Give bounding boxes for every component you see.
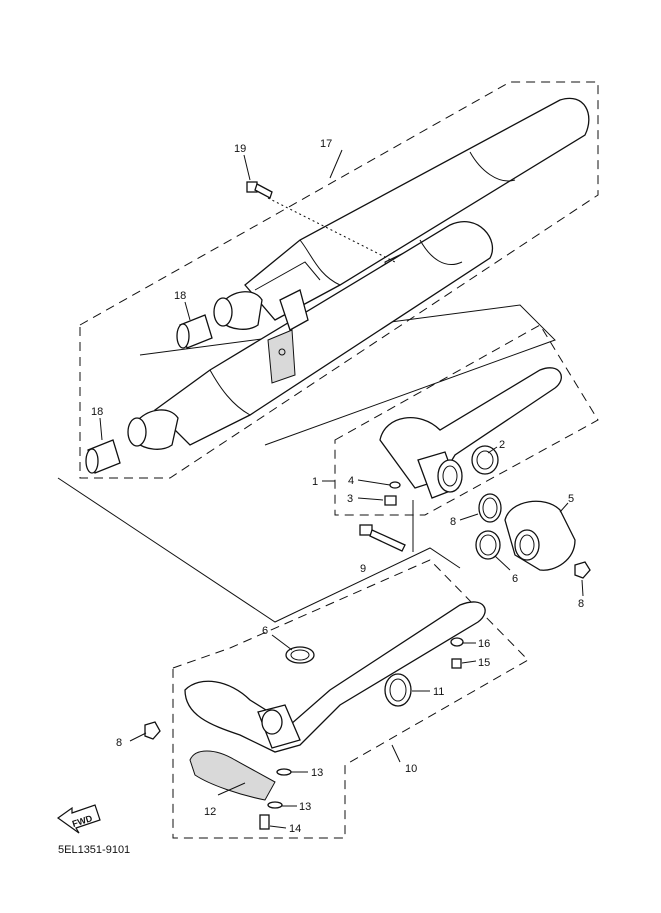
fwd-arrow-icon: FWD — [56, 804, 101, 834]
outline-lower — [57, 477, 461, 623]
front-exhaust-pipe — [184, 601, 486, 753]
callout-15: 15 — [478, 657, 490, 669]
bolt-19-guide — [267, 197, 396, 263]
callout-18-upper: 18 — [174, 290, 186, 302]
nut-8-right — [574, 561, 591, 579]
callout-9: 9 — [360, 563, 366, 575]
nut-8-left — [144, 721, 161, 740]
callout-2: 2 — [499, 439, 505, 451]
assembly-1-boundary — [334, 324, 599, 516]
callout-14: 14 — [289, 823, 301, 835]
callout-11: 11 — [433, 686, 444, 698]
gasket-18-lower — [85, 439, 121, 474]
gasket-2 — [471, 445, 499, 475]
gasket-18-upper — [176, 314, 213, 349]
screw-14 — [259, 814, 270, 830]
muffler-inlets — [127, 291, 263, 450]
muffler-lower — [154, 221, 494, 446]
callout-8-right: 8 — [578, 598, 584, 610]
gasket-6-lower — [285, 646, 315, 664]
callout-4: 4 — [348, 475, 354, 487]
callout-13-upper: 13 — [311, 767, 323, 779]
callout-10: 10 — [405, 763, 417, 775]
gasket-11 — [384, 673, 412, 707]
washer-13-upper — [276, 768, 292, 776]
callout-13-lower: 13 — [299, 801, 311, 813]
washer-4 — [389, 481, 401, 489]
callout-6-right: 6 — [512, 573, 518, 585]
callout-5: 5 — [568, 493, 574, 505]
callout-19: 19 — [234, 143, 246, 155]
callout-6-left: 6 — [262, 625, 268, 637]
protector-12 — [189, 750, 276, 801]
callout-1: 1 — [312, 476, 318, 488]
muffler-group-boundary — [79, 81, 599, 479]
washer-16 — [450, 637, 464, 647]
gasket-7 — [478, 493, 502, 523]
callout-7: 8 — [450, 516, 456, 528]
leader-lines — [99, 149, 584, 829]
callout-17: 17 — [320, 138, 332, 150]
gasket-6-upper — [475, 530, 501, 560]
callout-16: 16 — [478, 638, 490, 650]
washer-13-lower — [267, 801, 283, 809]
callout-12: 12 — [204, 806, 216, 818]
joint-5 — [504, 500, 576, 571]
callout-8-left: 8 — [116, 737, 122, 749]
bolt-9 — [359, 524, 406, 552]
callout-18-lower: 18 — [91, 406, 103, 418]
bolt-15 — [451, 658, 462, 669]
callout-3: 3 — [347, 493, 353, 505]
diagram-code: 5EL1351-9101 — [58, 844, 130, 856]
bolt-3 — [384, 495, 397, 506]
assembly-10-boundary — [172, 559, 529, 839]
rear-exhaust-pipe — [379, 367, 562, 499]
bolt-19 — [246, 181, 273, 199]
